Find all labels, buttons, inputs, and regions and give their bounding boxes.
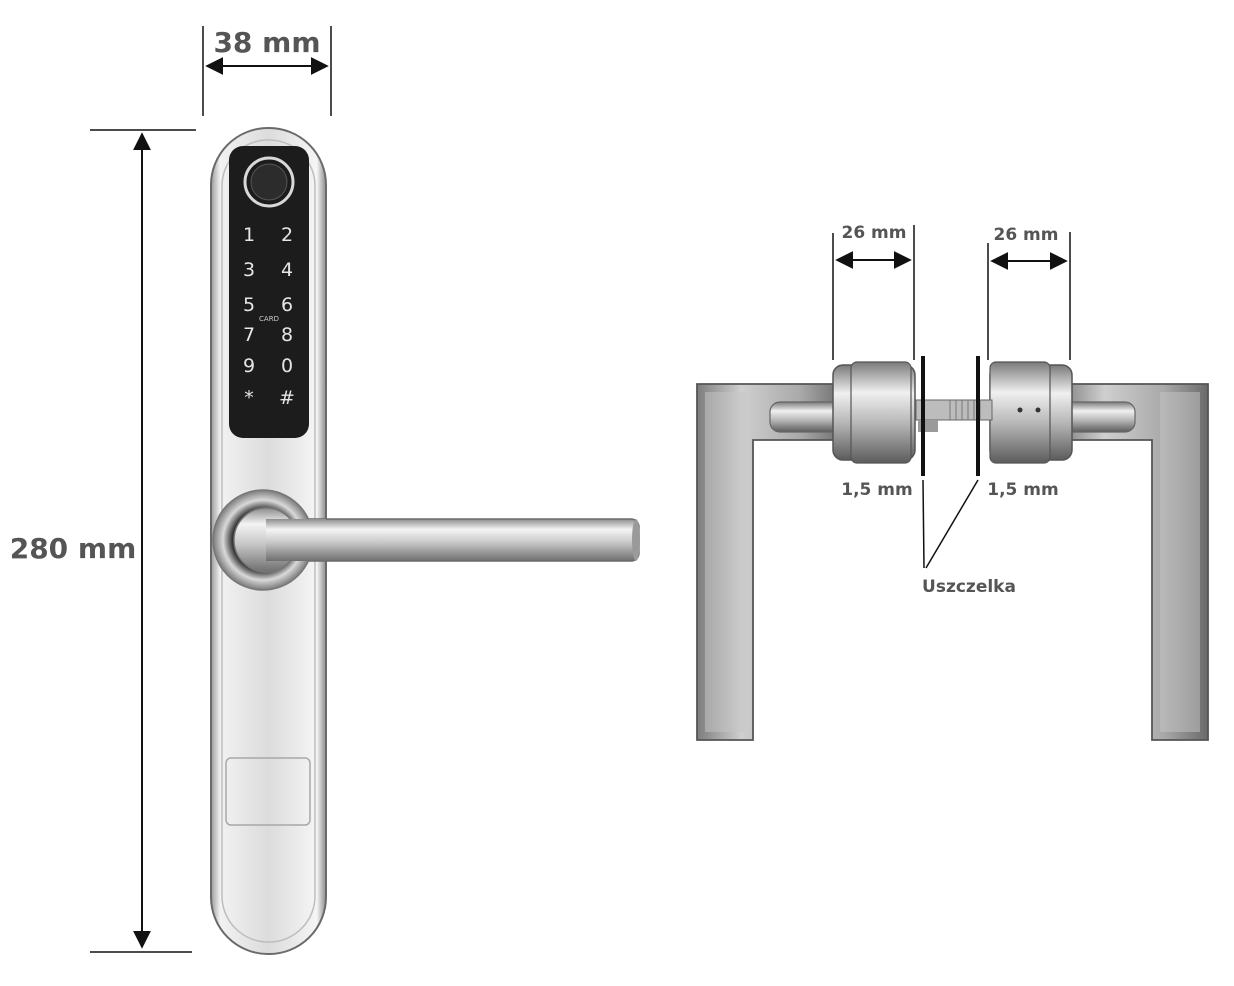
callout-line-right [925, 479, 979, 569]
spindle [915, 399, 993, 421]
keypad-key-5: 6 [281, 294, 293, 316]
left-gap-label: 1,5 mm [841, 480, 912, 500]
lever-end-cap [632, 519, 640, 561]
width-dimension-label: 38 mm [213, 26, 320, 59]
keypad-panel [229, 146, 309, 438]
keypad-key-8: 9 [243, 355, 255, 377]
keypad-key-4: 5 [243, 294, 255, 316]
card-reader-area [225, 757, 311, 826]
card-label: CARD [259, 315, 279, 323]
fingerprint-sensor-icon [243, 156, 295, 208]
callout-line-left [922, 479, 925, 569]
keypad-key-6: 7 [243, 324, 255, 346]
left-rose-dimension-label: 26 mm [841, 223, 906, 243]
keypad-key-1: 2 [281, 224, 293, 246]
keypad-key-11: # [279, 387, 295, 409]
keypad-key-9: 0 [281, 355, 293, 377]
lever-set-cross-section: 26 mm 26 mm 1,5 mm 1,5 mm Uszczelka [696, 223, 1209, 741]
keypad-key-0: 1 [243, 224, 255, 246]
right-gap-label: 1,5 mm [987, 480, 1058, 500]
keypad-handle: 38 mm 280 mm 1 2 3 4 5 6 7 8 9 0 * # CARD [10, 26, 640, 955]
keypad-key-2: 3 [243, 259, 255, 281]
height-dimension-label: 280 mm [10, 532, 137, 565]
keypad-key-10: * [244, 387, 254, 409]
keypad-key-7: 8 [281, 324, 293, 346]
keypad-keys: 1 2 3 4 5 6 7 8 9 0 * # [243, 224, 295, 409]
gasket-callout-label: Uszczelka [922, 577, 1016, 597]
right-rose-dimension-label: 26 mm [993, 225, 1058, 245]
keypad-key-3: 4 [281, 259, 293, 281]
